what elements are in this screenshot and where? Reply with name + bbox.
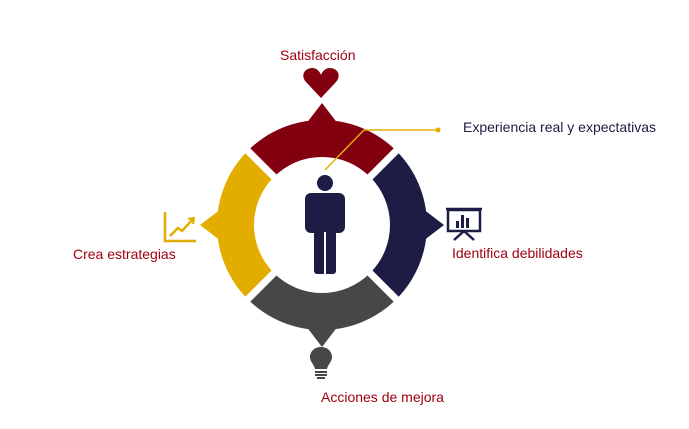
label-satisfaccion: Satisfacción: [280, 47, 356, 63]
heart-icon: [303, 68, 339, 98]
label-estrategias: Crea estrategias: [73, 246, 176, 262]
lightbulb-icon: [310, 347, 332, 379]
person-icon: [305, 175, 345, 274]
presentation-chart-icon: [446, 207, 482, 241]
label-identifica: Identifica debilidades: [452, 245, 583, 261]
segment-pointer-identifica: [422, 208, 444, 242]
segment-pointer-satisfaccion: [305, 103, 339, 125]
callout-line: [324, 127, 441, 171]
growth-chart-icon: [163, 212, 196, 243]
label-acciones: Acciones de mejora: [321, 389, 444, 405]
segment-pointer-acciones: [305, 325, 339, 347]
label-experiencia: Experiencia real y expectativas: [463, 119, 656, 135]
segment-pointer-estrategias: [200, 208, 222, 242]
